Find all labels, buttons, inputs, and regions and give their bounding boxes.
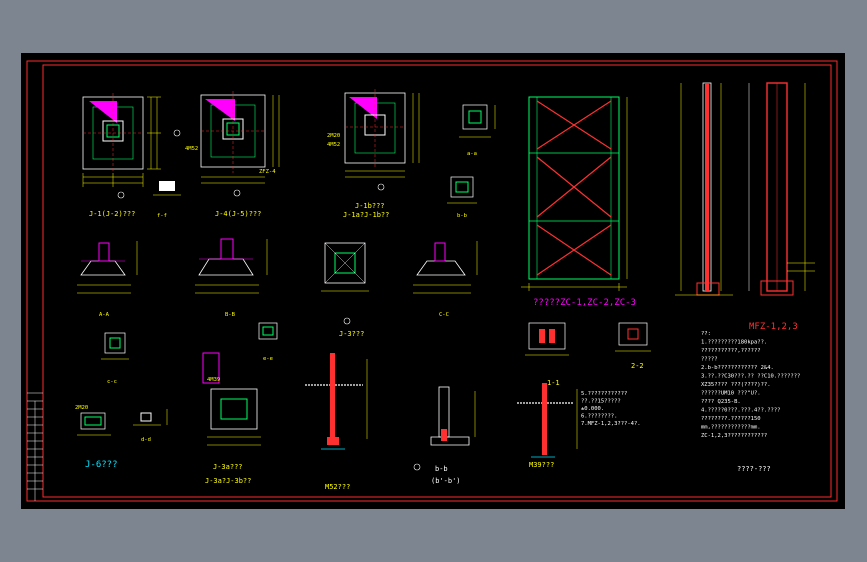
note-line: ??.??15????? — [581, 399, 621, 405]
left-title-strip — [27, 392, 43, 501]
cad-drawing: J-1(J-2)??? J-4(J-5)??? 4M52 ZFZ-4 J-1b?… — [26, 60, 838, 502]
label-j4: J-4(J-5)??? — [215, 210, 261, 218]
mfz-column-section — [748, 82, 815, 296]
foundation-j6 — [77, 409, 168, 436]
label-j3ab: J-3a?J-3b?? — [205, 477, 251, 485]
note-line: mm,????????????mm. — [701, 425, 761, 431]
note-line: 3.??.??C30???.?? ??C10.??????? — [701, 374, 800, 380]
tag-4m39: 4M39 — [207, 377, 220, 383]
label-b-b-prime: (b'-b') — [431, 477, 461, 485]
label-b-b: B-B — [225, 312, 236, 318]
note-line: 4.?????0???.???.4??.???? — [701, 408, 780, 414]
anchor-m39 — [517, 383, 578, 458]
detail-e-e — [258, 322, 278, 340]
section-b-b — [195, 238, 268, 294]
label-mfz: MFZ-1,2,3 — [749, 322, 798, 332]
label-j1a: J-1a?J-1b?? — [343, 211, 389, 219]
detail-f-f — [153, 181, 181, 196]
label-e-e: e-e — [263, 356, 273, 362]
note-line: ???? Q235-B. — [701, 399, 741, 405]
label-1-1: 1-1 — [547, 379, 560, 387]
anchor-m52 — [305, 353, 368, 450]
note-line: ZC-1,2,3???????????? — [701, 433, 767, 439]
general-notes: ??: 1.?????????180kpa??. ???????????,????… — [701, 331, 800, 439]
label-j3a: J-3a??? — [213, 463, 243, 471]
general-notes-2: 5.???????????? ??.??15????? ±0.000. 6.???… — [581, 391, 641, 427]
label-c-c-small: c-c — [107, 379, 117, 385]
label-a-a-small: a-a — [467, 151, 477, 157]
note-line: ??: — [701, 331, 711, 337]
note-line: ??????UM10 ???"U?. — [701, 391, 761, 397]
tag-4m52-a: 4M52 — [185, 146, 198, 152]
title-block-text: ????-??? — [737, 465, 771, 473]
detail-c-c-small — [101, 332, 129, 360]
tag-4m52-b: 4M52 — [327, 142, 340, 148]
label-a-a: A-A — [99, 312, 110, 318]
foundation-plan-j1b — [344, 89, 420, 191]
note-line: ????? — [701, 357, 718, 363]
label-m52: M52??? — [325, 483, 350, 491]
label-m39: M39??? — [529, 461, 554, 469]
tag-zfz: ZFZ-4 — [259, 169, 276, 175]
section-b-b-wall — [413, 386, 476, 471]
section-2-2 — [615, 322, 651, 352]
section-j3-plan — [321, 242, 369, 325]
drawing-sheet: J-1(J-2)??? J-4(J-5)??? 4M52 ZFZ-4 J-1b?… — [21, 53, 845, 509]
label-j6: J-6??? — [85, 460, 118, 470]
foundation-plan-j4 — [200, 91, 280, 197]
note-line: 1.?????????180kpa??. — [701, 340, 767, 346]
tag-2m20-j6: 2M20 — [75, 405, 88, 411]
label-j1: J-1(J-2)??? — [89, 210, 135, 218]
note-line: ???????????,?????? — [701, 348, 761, 354]
note-line: ±0.000. — [581, 406, 604, 412]
label-d-d: d-d — [141, 437, 151, 443]
note-line: 5.???????????? — [581, 391, 627, 397]
section-c-c — [413, 241, 478, 294]
section-1-1 — [525, 322, 569, 356]
label-j3: J-3??? — [339, 330, 364, 338]
label-c-c: C-C — [439, 312, 449, 318]
bracing-frame — [521, 96, 628, 291]
inner-frame — [42, 64, 832, 498]
mfz-column-elevation — [675, 82, 733, 296]
detail-a-a — [459, 104, 496, 138]
note-line: XZ35???? ???(????)??. — [701, 382, 771, 388]
section-a-a — [77, 241, 138, 294]
note-line: 2.b-b???????????? 2&4. — [701, 365, 774, 371]
foundation-j3a — [202, 352, 261, 446]
label-b-b-wall: b-b — [435, 465, 448, 473]
detail-b-b — [447, 176, 477, 204]
label-b-b-small: b-b — [457, 213, 467, 219]
label-j1b: J-1b??? — [355, 202, 385, 210]
label-f-f: f-f — [157, 213, 167, 219]
label-frame: ?????ZC-1,ZC-2,ZC-3 — [533, 298, 636, 308]
note-line: 7.MFZ-1,2,3???-4?. — [581, 421, 641, 427]
label-2-2: 2-2 — [631, 362, 644, 370]
outer-frame — [26, 60, 838, 502]
note-line: ????????.??????150 — [701, 416, 761, 422]
note-line: 6.????????. — [581, 414, 617, 420]
tag-2m20: 2M20 — [327, 133, 340, 139]
foundation-plan-j1 — [82, 93, 181, 199]
